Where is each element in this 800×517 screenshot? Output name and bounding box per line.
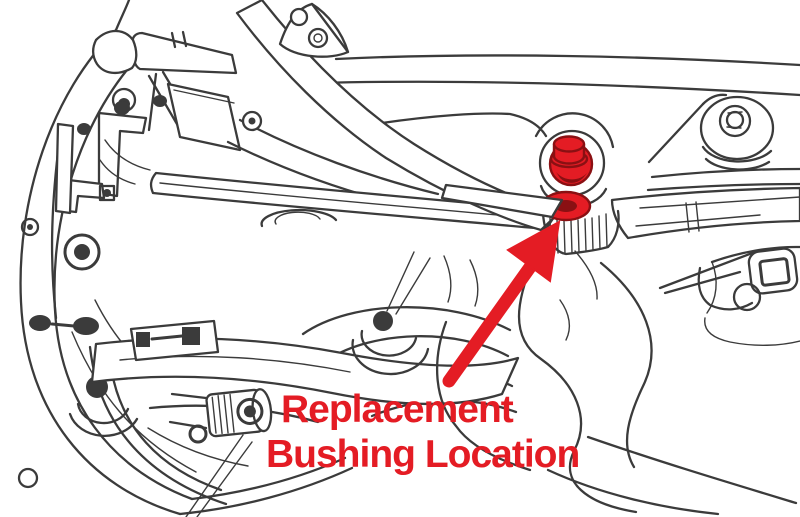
arm-bushing-cylinder (205, 388, 273, 438)
subframe-casting (436, 95, 800, 516)
knuckle-and-upper-arm (54, 29, 242, 215)
brake-backing-plate (17, 0, 354, 517)
right-bracket (658, 245, 800, 346)
frame-rails (316, 54, 800, 192)
pointer-arrow (442, 220, 561, 388)
caption-line-1: Replacement (281, 388, 514, 431)
caption-line-2: Bushing Location (266, 433, 580, 476)
arrow-head (506, 220, 561, 283)
arrow-shaft (442, 256, 540, 388)
right-bushing-mount (699, 95, 775, 171)
lower-control-arm (29, 251, 520, 444)
replacement-bushing-highlight (440, 112, 620, 256)
